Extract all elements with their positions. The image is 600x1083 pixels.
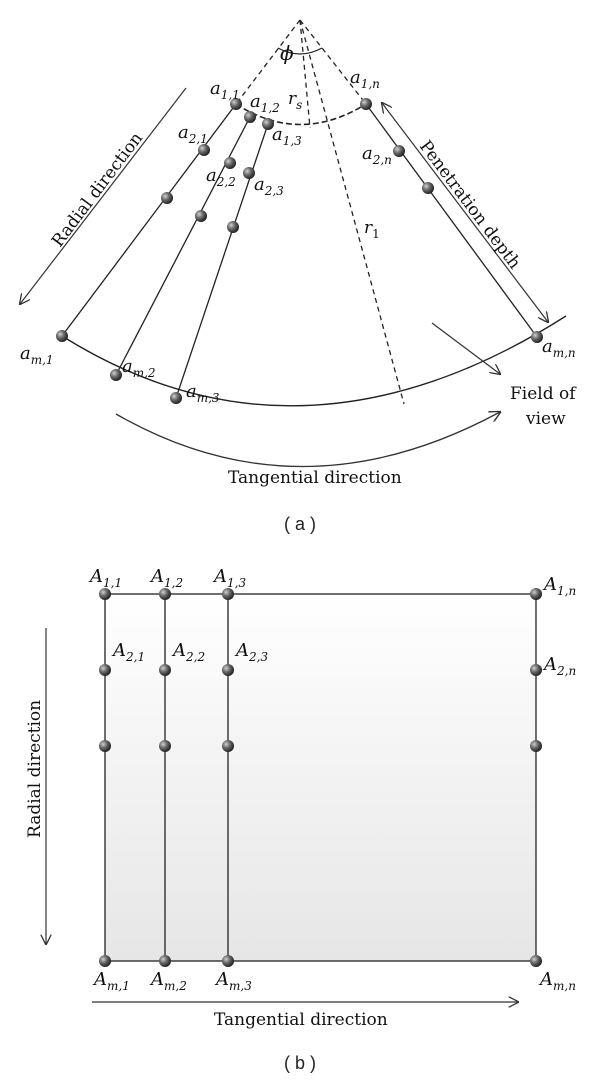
label-a11: a1,1 <box>210 78 240 102</box>
radial-direction-label: Radial direction <box>48 129 147 251</box>
label-amn: am,n <box>542 336 576 360</box>
label-Am3: Am,3 <box>214 969 252 993</box>
penetration-depth-arrow <box>382 103 548 322</box>
node-a12 <box>244 111 256 123</box>
label-am2: am,2 <box>122 356 156 380</box>
phi-arc <box>277 47 323 55</box>
node-a23 <box>243 167 255 179</box>
radial-direction-arrow <box>20 87 187 304</box>
caption-a: ( a ) <box>284 514 316 534</box>
inner-arc <box>235 103 367 126</box>
radial-direction-label-b: Radial direction <box>25 700 45 838</box>
node-A13 <box>222 588 234 600</box>
node-Am3 <box>222 955 234 967</box>
panel-a-nodes <box>56 98 543 404</box>
node-a1n <box>360 98 372 110</box>
panel-a: Radial direction Penetration depth Field… <box>20 19 577 534</box>
tangential-direction-label-b: Tangential direction <box>214 1010 388 1030</box>
node-a33 <box>227 221 239 233</box>
penetration-depth-label: Penetration depth <box>415 137 524 273</box>
label-Am2: Am,2 <box>149 969 187 993</box>
grid-background <box>104 593 537 962</box>
caption-b: ( b ) <box>284 1053 316 1073</box>
panel-b: Radial direction Tangential direction A1 <box>25 566 576 1073</box>
node-A22 <box>159 664 171 676</box>
panel-b-node-labels: A1,1 A1,2 A1,3 A1,n A2,1 A2,2 A2,3 A2,n … <box>88 566 576 993</box>
node-A32 <box>159 740 171 752</box>
label-am1: am,1 <box>20 343 54 367</box>
node-a22 <box>224 157 236 169</box>
node-A11 <box>99 588 111 600</box>
label-a23: a2,3 <box>254 174 284 198</box>
label-a22: a2,2 <box>206 165 236 189</box>
label-a12: a1,2 <box>250 91 280 115</box>
panel-a-node-labels: a1,1 a1,2 a1,3 a1,n a2,1 a2,2 a2,3 a2,n … <box>20 67 576 405</box>
label-Amn: Am,n <box>538 969 576 993</box>
label-am3: am,3 <box>186 381 220 405</box>
label-A13: A1,3 <box>212 566 246 590</box>
r-s-label: rs <box>288 89 302 112</box>
node-A3n <box>530 740 542 752</box>
field-of-view-label-1: Field of <box>510 384 577 404</box>
phi-symbol: ϕ <box>280 41 294 65</box>
node-a13 <box>262 118 274 130</box>
field-of-view-label-2: view <box>525 409 566 429</box>
node-A23 <box>222 664 234 676</box>
node-am1 <box>56 330 68 342</box>
label-A22: A2,2 <box>171 640 205 664</box>
label-A12: A1,2 <box>149 566 183 590</box>
node-amn <box>531 331 543 343</box>
node-a32 <box>195 210 207 222</box>
label-a2n: a2,n <box>362 143 392 167</box>
label-A2n: A2,n <box>542 654 576 678</box>
node-a31 <box>161 192 173 204</box>
node-Am2 <box>159 955 171 967</box>
label-a1n: a1,n <box>350 67 380 91</box>
tangential-direction-label: Tangential direction <box>228 468 402 488</box>
node-am2 <box>110 369 122 381</box>
node-a21 <box>198 144 210 156</box>
node-A33 <box>222 740 234 752</box>
panel-b-nodes <box>99 588 542 967</box>
label-A21: A2,1 <box>111 640 145 664</box>
label-A1n: A1,n <box>542 574 576 598</box>
label-A11: A1,1 <box>88 566 122 590</box>
label-a21: a2,1 <box>178 122 208 146</box>
r-1-label: r1 <box>364 218 380 241</box>
label-a13: a1,3 <box>272 124 302 148</box>
node-Am1 <box>99 955 111 967</box>
outer-arc <box>61 315 567 407</box>
label-Am1: Am,1 <box>92 969 130 993</box>
node-A31 <box>99 740 111 752</box>
node-A21 <box>99 664 111 676</box>
node-Amn <box>530 955 542 967</box>
node-A12 <box>159 588 171 600</box>
node-A1n <box>530 588 542 600</box>
label-A23: A2,3 <box>234 640 268 664</box>
node-am3 <box>170 392 182 404</box>
node-a2n <box>393 145 405 157</box>
tangential-direction-arrow <box>115 412 500 468</box>
apex-dashed-lines <box>235 19 405 405</box>
node-a11 <box>230 98 242 110</box>
grid-columns <box>164 594 229 961</box>
node-a3n <box>422 182 434 194</box>
node-A2n <box>530 664 542 676</box>
field-of-view-arrow <box>431 322 500 374</box>
